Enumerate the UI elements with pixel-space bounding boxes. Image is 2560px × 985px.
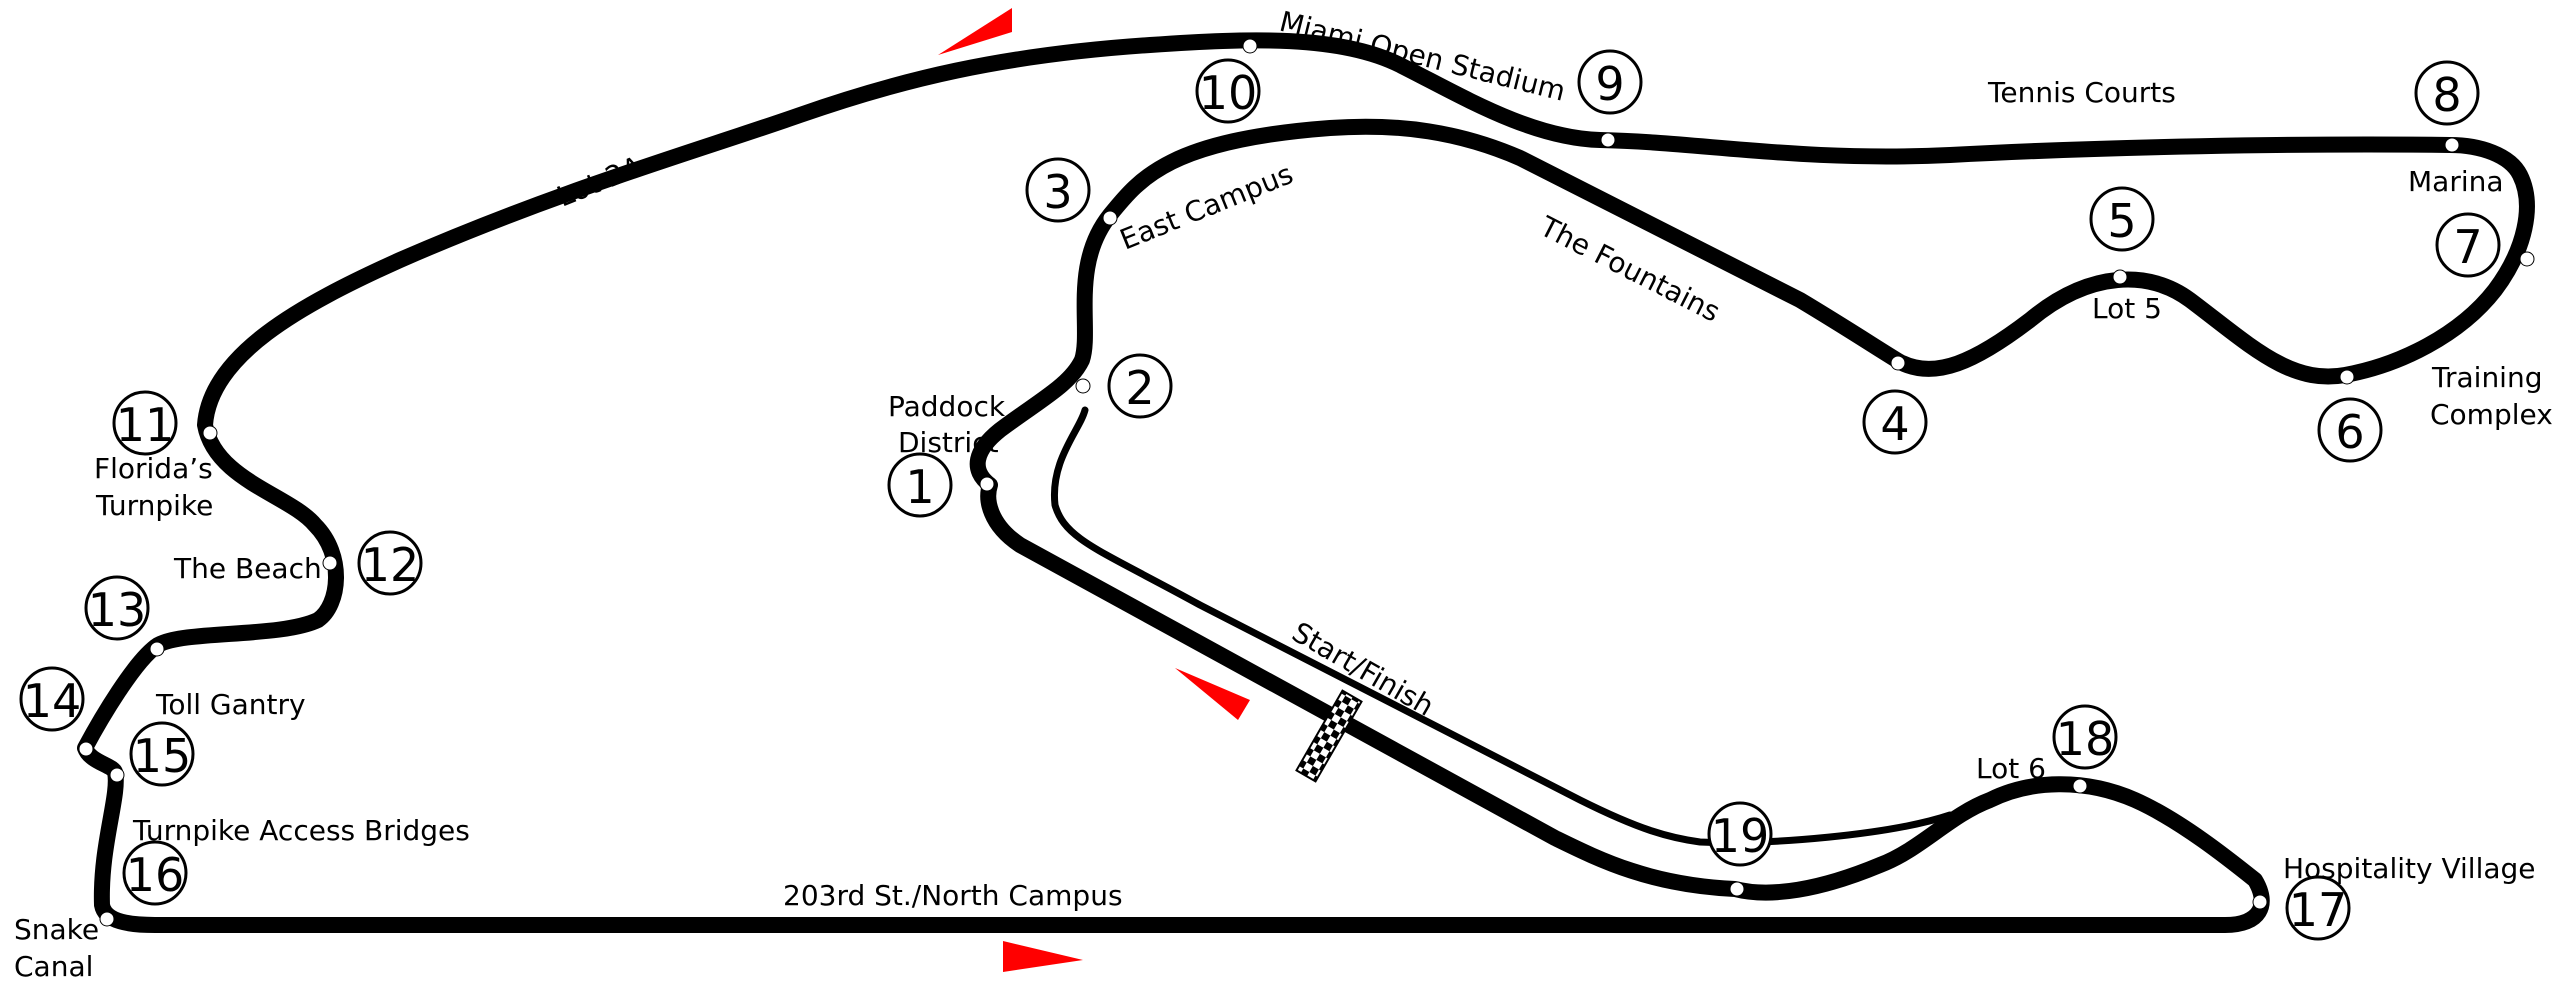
corner-number: 14: [23, 674, 82, 728]
corner-16: 16: [122, 840, 188, 906]
apex-marker: [979, 476, 995, 492]
corner-number: 2: [1125, 361, 1154, 415]
apex-marker: [1890, 355, 1906, 371]
corner-5: 5: [2089, 186, 2155, 252]
corner-number: 16: [126, 848, 185, 902]
corner-7: 7: [2435, 212, 2501, 278]
label-training-complex: Complex: [2430, 398, 2553, 431]
corner-4: 4: [1862, 389, 1928, 455]
label-lot-6: Lot 6: [1976, 752, 2046, 785]
label-marina: Marina: [2408, 165, 2504, 198]
corner-6: 6: [2317, 397, 2383, 463]
label-hospitality-village: Hospitality Village: [2283, 852, 2536, 885]
apex-marker: [2112, 269, 2128, 285]
label-turnpike-access-bridges: Turnpike Access Bridges: [132, 814, 470, 847]
label-the-beach: The Beach: [173, 552, 322, 585]
corner-12: 12: [357, 530, 423, 596]
label-paddock-district: District: [898, 426, 999, 459]
start-finish-flag-icon: [1295, 689, 1363, 783]
label-floridas-turnpike: Florida’s: [94, 452, 213, 485]
corner-1: 1: [887, 452, 953, 518]
label-snake-canal: Canal: [14, 950, 93, 983]
corner-19: 19: [1707, 801, 1773, 867]
corner-number: 4: [1880, 397, 1909, 451]
label-the-fountains: The Fountains: [1534, 209, 1725, 328]
label-floridas-turnpike: Turnpike: [95, 489, 213, 522]
corner-13: 13: [84, 575, 150, 641]
direction-arrow-icon: [938, 8, 1012, 55]
apex-marker: [2444, 137, 2460, 153]
label-miami-open-stadium: Miami Open Stadium: [1276, 5, 1569, 108]
apex-marker: [149, 641, 165, 657]
apex-marker: [2072, 778, 2088, 794]
circuit-path: [77, 32, 2535, 933]
corner-number: 10: [1199, 66, 1258, 120]
apex-marker: [2339, 369, 2355, 385]
apex-marker: [2519, 251, 2535, 267]
corner-11: 11: [112, 390, 178, 456]
corner-number: 9: [1595, 57, 1624, 111]
corner-number: 11: [116, 398, 175, 452]
corner-number: 7: [2453, 220, 2482, 274]
corner-number: 15: [133, 729, 192, 783]
apex-marker: [1600, 132, 1616, 148]
apex-marker: [1729, 881, 1745, 897]
apex-marker: [1075, 378, 1091, 394]
apex-marker: [2252, 894, 2268, 910]
corner-17: 17: [2285, 875, 2351, 941]
corner-apex-markers: [78, 38, 2535, 927]
apex-marker: [202, 425, 218, 441]
corner-number: 5: [2107, 194, 2136, 248]
label-north-campus: 203rd St./North Campus: [783, 879, 1123, 912]
corner-number: 6: [2335, 405, 2364, 459]
corner-15: 15: [129, 721, 195, 787]
label-tennis-courts: Tennis Courts: [1987, 76, 2176, 109]
corner-number: 12: [361, 538, 420, 592]
apex-marker: [1242, 38, 1258, 54]
direction-arrow-icon: [1175, 668, 1250, 720]
apex-marker: [1102, 210, 1118, 226]
pit-lane: [1050, 406, 1954, 847]
corner-number: 18: [2056, 712, 2115, 766]
label-toll-gantry: Toll Gantry: [155, 688, 306, 721]
apex-marker: [322, 555, 338, 571]
label-lot-5: Lot 5: [2092, 292, 2162, 325]
corner-number: 3: [1043, 165, 1072, 219]
label-paddock-district: Paddock: [888, 390, 1006, 423]
corner-number: 19: [1711, 809, 1770, 863]
apex-marker: [78, 741, 94, 757]
corner-18: 18: [2052, 704, 2118, 770]
corner-10: 10: [1195, 58, 1261, 124]
apex-marker: [109, 767, 125, 783]
corner-2: 2: [1107, 353, 1173, 419]
corner-numbers: 1 2 3 4 5 6 7 8 9 10 11 12 13 14 15 16 1…: [19, 49, 2501, 941]
corner-14: 14: [19, 666, 85, 732]
label-lot-2a: Lot 2A: [552, 150, 647, 214]
corner-number: 17: [2289, 883, 2348, 937]
direction-arrow-icon: [1003, 941, 1083, 972]
label-snake-canal: Snake: [14, 913, 99, 946]
label-training-complex: Training: [2431, 361, 2542, 394]
corner-number: 1: [905, 460, 934, 514]
corner-8: 8: [2414, 60, 2480, 126]
corner-3: 3: [1025, 157, 1091, 223]
corner-number: 13: [88, 583, 147, 637]
corner-9: 9: [1577, 49, 1643, 115]
corner-number: 8: [2432, 68, 2461, 122]
apex-marker: [99, 911, 115, 927]
